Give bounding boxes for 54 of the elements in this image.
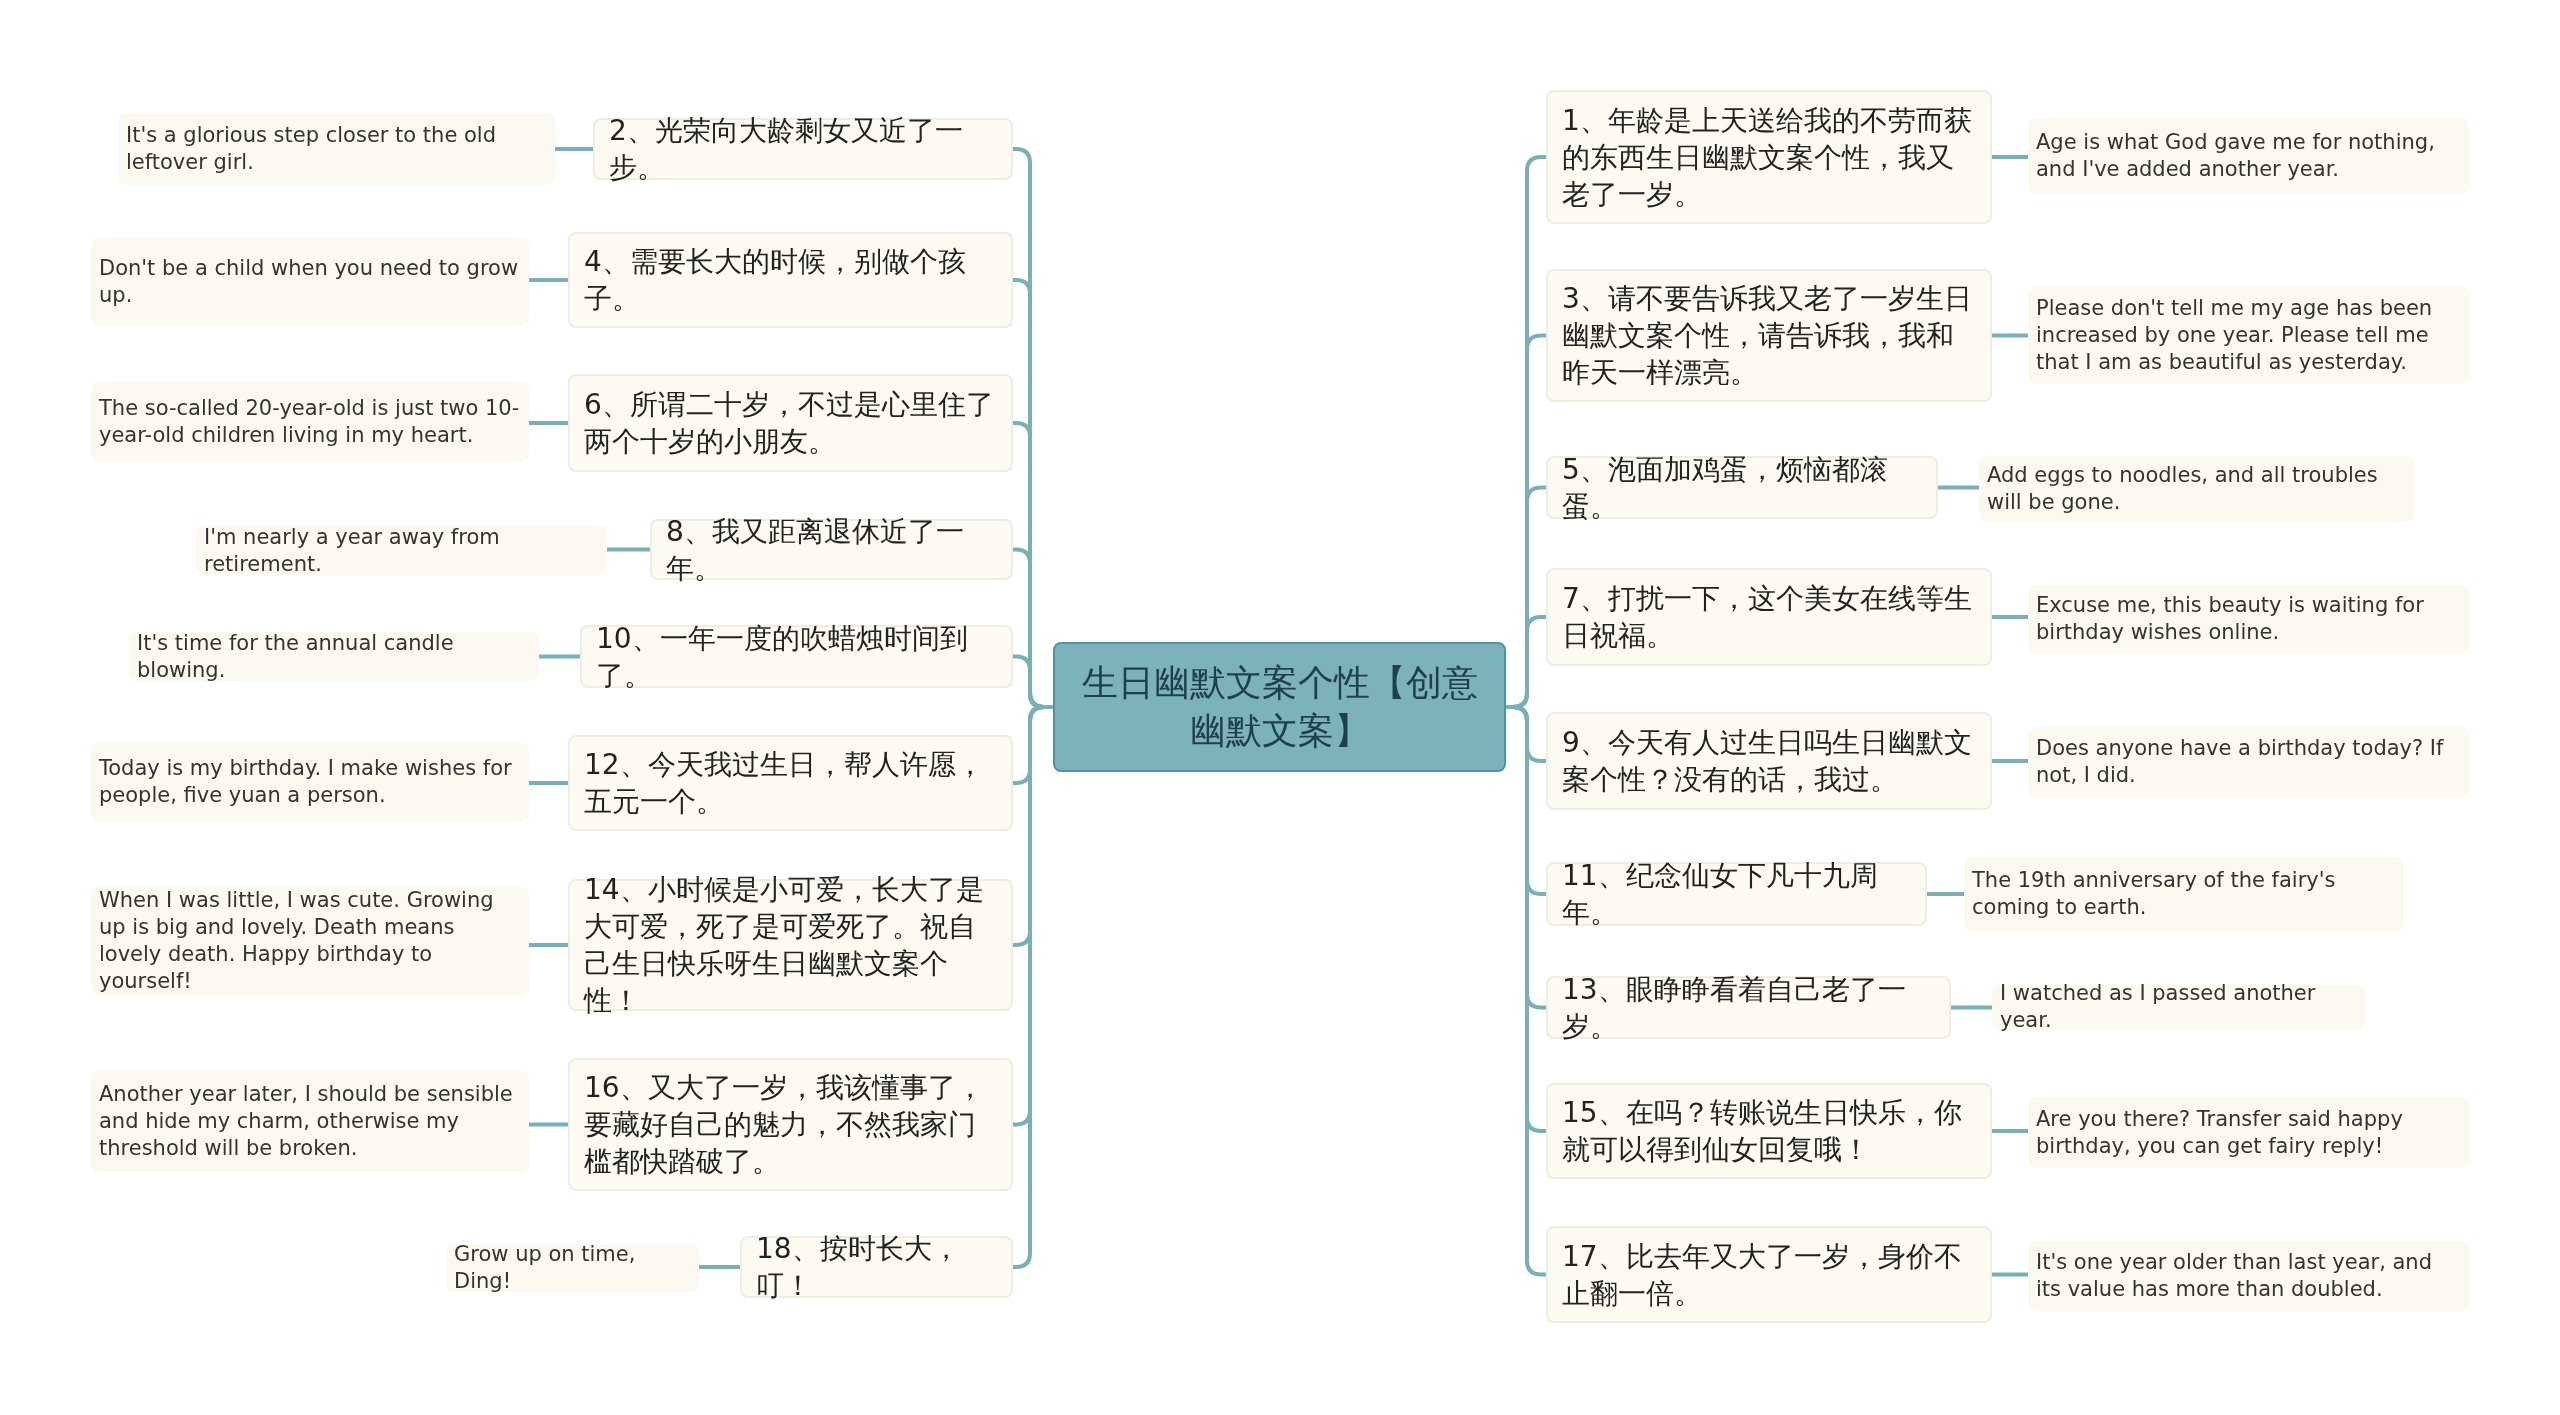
translation-box: I watched as I passed another year.: [1992, 985, 2365, 1029]
topic-box: 1、年龄是上天送给我的不劳而获的东西生日幽默文案个性，我又老了一岁。: [1546, 90, 1992, 224]
topic-box: 2、光荣向大龄剩女又近了一步。: [593, 118, 1013, 180]
topic-box: 5、泡面加鸡蛋，烦恼都滚蛋。: [1546, 456, 1938, 519]
topic-box: 13、眼睁睁看着自己老了一岁。: [1546, 976, 1951, 1039]
connector-line: [529, 781, 568, 785]
topic-box: 15、在吗？转账说生日快乐，你就可以得到仙女回复哦！: [1546, 1083, 1992, 1179]
connector-line: [1927, 892, 1964, 896]
topic-box: 10、一年一度的吹蜡烛时间到了。: [580, 625, 1013, 688]
translation-box: Add eggs to noodles, and all troubles will be gone.: [1979, 456, 2414, 522]
topic-box: 9、今天有人过生日吗生日幽默文案个性？没有的话，我过。: [1546, 712, 1992, 810]
connector-line: [1951, 1005, 1992, 1010]
translation-box: Are you there? Transfer said happy birthday, you can get fairy reply!: [2028, 1097, 2469, 1168]
connector-line: [529, 421, 568, 425]
topic-box: 16、又大了一岁，我该懂事了，要藏好自己的魅力，不然我家门槛都快踏破了。: [568, 1058, 1013, 1191]
translation-box: Today is my birthday. I make wishes for people, five yuan a person.: [91, 743, 529, 821]
topic-box: 17、比去年又大了一岁，身价不止翻一倍。: [1546, 1226, 1992, 1323]
connector-line: [1992, 333, 2028, 338]
central-topic-box: 生日幽默文案个性【创意幽默文案】: [1053, 642, 1506, 772]
topic-box: 6、所谓二十岁，不过是心里住了两个十岁的小朋友。: [568, 374, 1013, 472]
connector-line: [1938, 485, 1979, 490]
connector-line: [1992, 155, 2028, 159]
topic-box: 3、请不要告诉我又老了一岁生日幽默文案个性，请告诉我，我和昨天一样漂亮。: [1546, 269, 1992, 402]
connector-line: [529, 943, 568, 947]
translation-box: It's one year older than last year, and its value has more than doubled.: [2028, 1241, 2469, 1311]
translation-box: It's time for the annual candle blowing.: [129, 632, 539, 681]
translation-box: The so-called 20-year-old is just two 10-year-old children living in my heart.: [91, 382, 529, 461]
translation-box: Age is what God gave me for nothing, and I've added another year.: [2028, 118, 2469, 193]
topic-box: 12、今天我过生日，帮人许愿，五元一个。: [568, 735, 1013, 831]
connector-line: [555, 147, 593, 151]
connector-line: [529, 1122, 568, 1127]
translation-box: Don't be a child when you need to grow up.: [91, 238, 529, 325]
connector-line: [1992, 759, 2028, 763]
connector-line: [607, 547, 650, 552]
connector-line: [539, 654, 580, 659]
connector-line: [1992, 1129, 2028, 1133]
translation-box: Grow up on time, Ding!: [446, 1244, 699, 1292]
connector-line: [529, 278, 568, 282]
connector-line: [1992, 1272, 2028, 1277]
connector-line: [1992, 615, 2028, 619]
translation-box: It's a glorious step closer to the old leftover girl.: [118, 113, 555, 185]
topic-box: 8、我又距离退休近了一年。: [650, 519, 1013, 580]
translation-box: The 19th anniversary of the fairy's coming to earth.: [1964, 857, 2404, 931]
translation-box: Does anyone have a birthday today? If not, I did.: [2028, 727, 2469, 797]
translation-box: I'm nearly a year away from retirement.: [196, 526, 607, 575]
translation-box: Another year later, I should be sensible and hide my charm, otherwise my threshold will be broken.: [91, 1071, 529, 1172]
topic-box: 7、打扰一下，这个美女在线等生日祝福。: [1546, 568, 1992, 666]
topic-box: 4、需要长大的时候，别做个孩子。: [568, 232, 1013, 328]
translation-box: When I was little, I was cute. Growing up is big and lovely. Death means lovely death. Happy birthday to yourself!: [91, 887, 529, 995]
connector-line: [699, 1265, 740, 1269]
topic-box: 18、按时长大，叮！: [740, 1236, 1013, 1298]
topic-box: 11、纪念仙女下凡十九周年。: [1546, 862, 1927, 926]
translation-box: Excuse me, this beauty is waiting for birthday wishes online.: [2028, 585, 2469, 653]
translation-box: Please don't tell me my age has been increased by one year. Please tell me that I am as beautiful as yesterday.: [2028, 287, 2469, 384]
